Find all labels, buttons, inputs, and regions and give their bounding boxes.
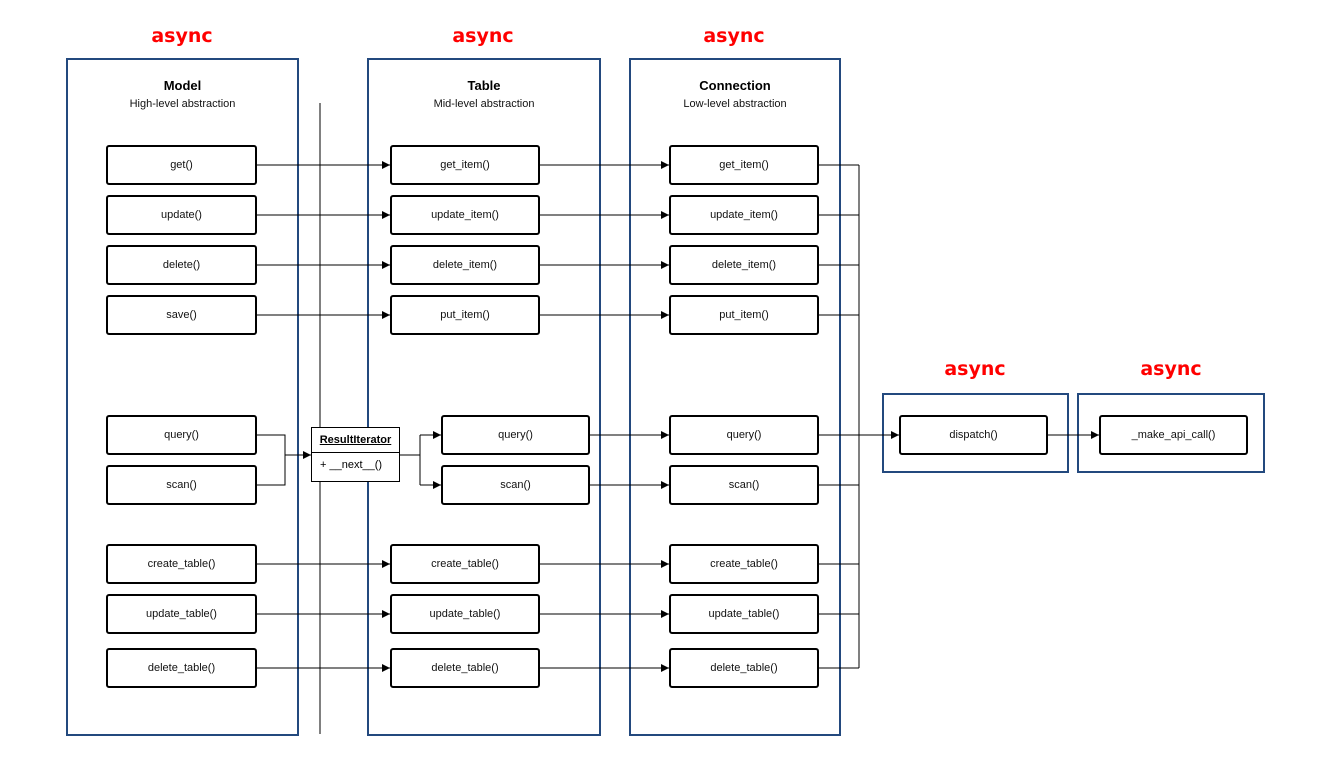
table-layer: Table Mid-level abstraction (367, 58, 601, 736)
table-put-item-box: put_item() (390, 295, 540, 335)
connection-update-table-box: update_table() (669, 594, 819, 634)
model-save-box: save() (106, 295, 257, 335)
connection-create-table-box: create_table() (669, 544, 819, 584)
table-query-box: query() (441, 415, 590, 455)
connection-scan-box: scan() (669, 465, 819, 505)
result-iterator-name: ResultIterator (312, 428, 399, 453)
make-api-call-box: _make_api_call() (1099, 415, 1248, 455)
model-scan-box: scan() (106, 465, 257, 505)
model-update-box: update() (106, 195, 257, 235)
model-delete-box: delete() (106, 245, 257, 285)
table-scan-box: scan() (441, 465, 590, 505)
model-layer-subtitle: High-level abstraction (129, 98, 236, 110)
connection-update-item-box: update_item() (669, 195, 819, 235)
result-iterator-class: ResultIterator + __next__() (311, 427, 400, 482)
connection-layer-subtitle: Low-level abstraction (683, 98, 787, 110)
async-label-model: async (151, 25, 213, 47)
model-create-table-box: create_table() (106, 544, 257, 584)
table-get-item-box: get_item() (390, 145, 540, 185)
make-api-call-container (1077, 393, 1265, 473)
table-layer-title: Table (467, 78, 501, 93)
connection-delete-item-box: delete_item() (669, 245, 819, 285)
table-update-item-box: update_item() (390, 195, 540, 235)
table-create-table-box: create_table() (390, 544, 540, 584)
table-update-table-box: update_table() (390, 594, 540, 634)
model-layer-title: Model (163, 78, 202, 93)
connection-query-box: query() (669, 415, 819, 455)
connection-get-item-box: get_item() (669, 145, 819, 185)
table-delete-table-box: delete_table() (390, 648, 540, 688)
result-iterator-operation: + __next__() (320, 459, 383, 471)
model-layer: Model High-level abstraction (66, 58, 299, 736)
connection-layer: Connection Low-level abstraction (629, 58, 841, 736)
connection-put-item-box: put_item() (669, 295, 819, 335)
table-layer-subtitle: Mid-level abstraction (433, 98, 535, 110)
table-delete-item-box: delete_item() (390, 245, 540, 285)
connection-delete-table-box: delete_table() (669, 648, 819, 688)
model-delete-table-box: delete_table() (106, 648, 257, 688)
async-label-connection: async (703, 25, 765, 47)
model-update-table-box: update_table() (106, 594, 257, 634)
async-label-table: async (452, 25, 514, 47)
model-get-box: get() (106, 145, 257, 185)
dispatch-container (882, 393, 1069, 473)
model-query-box: query() (106, 415, 257, 455)
async-label-make-api-call: async (1140, 358, 1202, 380)
dispatch-box: dispatch() (899, 415, 1048, 455)
connection-layer-title: Connection (699, 78, 771, 93)
async-label-dispatch: async (944, 358, 1006, 380)
